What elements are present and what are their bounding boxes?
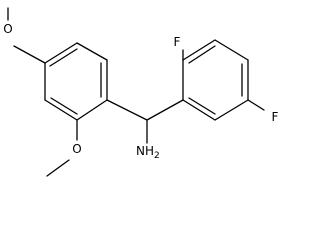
bond-right-ring-2-inner <box>188 45 216 64</box>
oxygen-label-top: O <box>3 22 12 36</box>
atom-labels: O O F F NH2 <box>3 22 278 161</box>
bond-left-ring-1-inner <box>49 48 78 67</box>
bond-left-ring-2 <box>76 42 108 61</box>
bond-right-ring-2 <box>182 39 216 61</box>
bond-left-ring-1 <box>44 42 78 64</box>
bond-right-ring-6 <box>182 99 216 121</box>
fluorine-label-top: F <box>174 35 181 49</box>
bond-ch-ring-right <box>146 99 184 121</box>
bonds <box>7 7 265 177</box>
structure-diagram: O O F F NH2 <box>3 7 279 177</box>
fluorine-label-right: F <box>272 110 279 124</box>
bond-right-ring-5 <box>214 99 249 121</box>
amine-label: NH2 <box>136 144 160 161</box>
bond-ring-f-right <box>247 99 265 111</box>
bond-left-ring-4 <box>76 99 108 121</box>
bond-left-ring-5-inner <box>50 97 78 115</box>
bond-right-ring-3 <box>214 39 249 61</box>
bond-right-ring-6-inner <box>188 97 216 115</box>
oxygen-label-bottom: O <box>72 142 81 156</box>
bond-ring-ch-left <box>106 99 148 121</box>
bond-o-ring-top <box>13 45 46 64</box>
amine-label-subscript: 2 <box>154 151 160 161</box>
bond-o-methyl-bottom <box>46 159 70 177</box>
amine-label-main: NH <box>136 144 154 158</box>
bond-left-ring-5 <box>44 99 78 121</box>
